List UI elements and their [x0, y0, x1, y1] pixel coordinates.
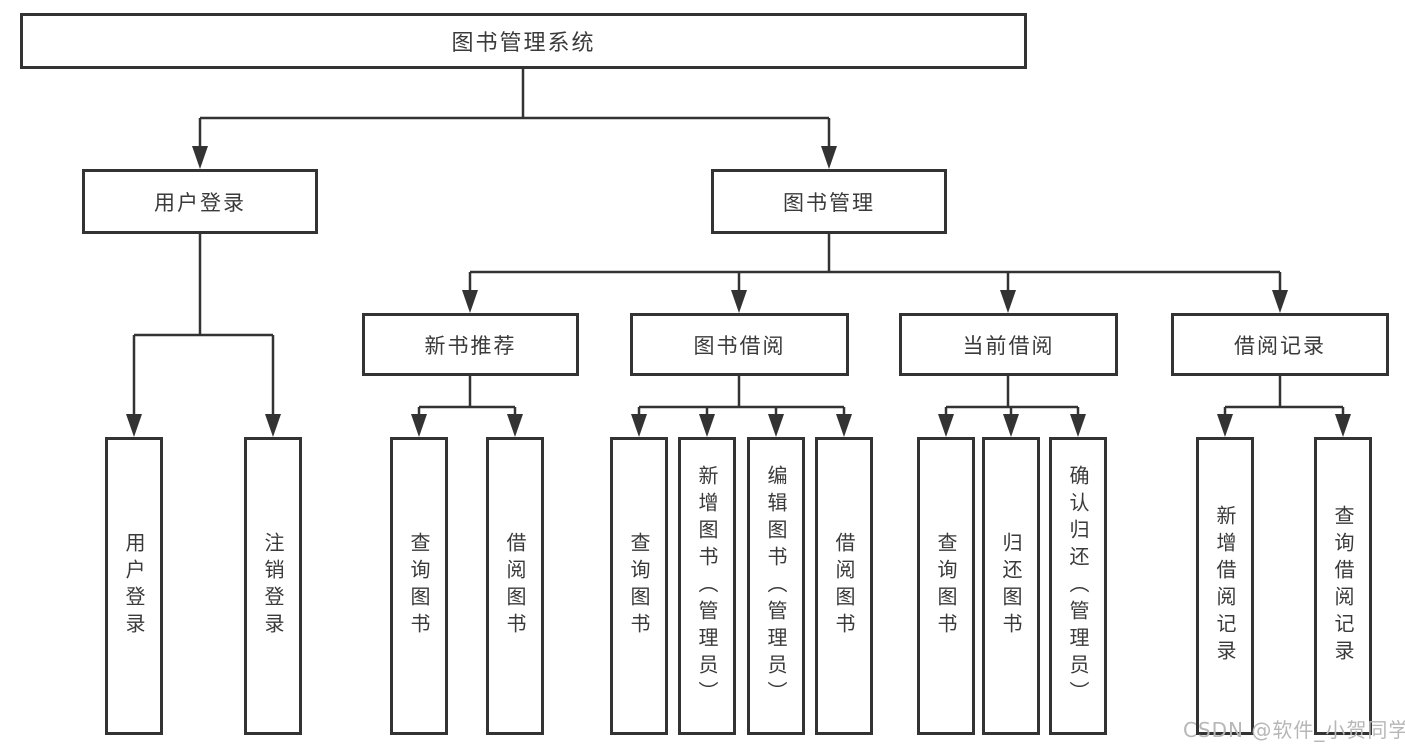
node-leaf-user-login: 用户登录 — [105, 437, 163, 735]
arrowheads — [126, 146, 1351, 437]
node-leaf-nb-borrow-books: 借阅图书 — [486, 437, 544, 735]
node-leaf-cb-query-books: 查询图书 — [917, 437, 975, 735]
node-leaf-bb-edit-books: 编辑图书（管理员） — [747, 437, 805, 735]
node-leaf-cb-confirm-return: 确认归还（管理员） — [1049, 437, 1107, 735]
node-leaf-logout: 注销登录 — [244, 437, 302, 735]
node-leaf-br-add-record: 新增借阅记录 — [1196, 437, 1254, 735]
node-user-login: 用户登录 — [82, 169, 318, 234]
node-leaf-cb-return-books: 归还图书 — [982, 437, 1040, 735]
csdn-watermark: CSDN @软件_小贺同学 — [1183, 718, 1405, 742]
node-borrowing-records: 借阅记录 — [1171, 313, 1389, 376]
node-leaf-bb-query-books: 查询图书 — [610, 437, 668, 735]
node-current-borrowing: 当前借阅 — [899, 313, 1118, 376]
node-book-management: 图书管理 — [711, 169, 947, 234]
node-leaf-bb-add-books: 新增图书（管理员） — [678, 437, 736, 735]
node-leaf-nb-query-books: 查询图书 — [390, 437, 448, 735]
node-leaf-br-query-record: 查询借阅记录 — [1314, 437, 1372, 735]
node-root: 图书管理系统 — [20, 13, 1027, 69]
node-book-borrowing: 图书借阅 — [630, 313, 849, 376]
node-new-book-recommend: 新书推荐 — [362, 313, 579, 376]
node-leaf-bb-borrow-books: 借阅图书 — [815, 437, 873, 735]
